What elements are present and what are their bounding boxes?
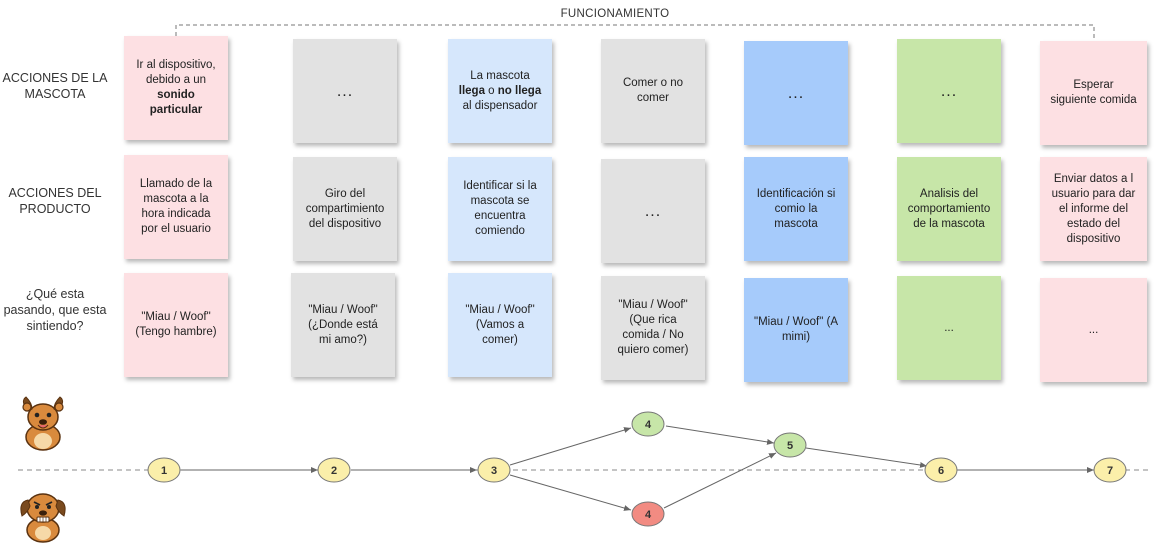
product-action-note-4: ...	[601, 159, 705, 263]
pet-action-note-5: ...	[744, 41, 848, 145]
edge-5-6	[805, 447, 928, 468]
flow-node-label: 3	[491, 465, 497, 477]
product-action-note-1: Llamado de la mascota a la hora indicada…	[124, 155, 228, 259]
pet-action-note-2: ...	[293, 39, 397, 143]
angry-dog-icon	[20, 493, 66, 543]
flow-node-n7: 7	[1093, 457, 1127, 483]
flow-node-n3: 3	[477, 457, 511, 483]
flow-node-label: 4	[645, 509, 652, 521]
flow-node-shape	[631, 501, 665, 527]
flow-node-n5: 5	[773, 432, 807, 458]
flow-node-shape	[477, 457, 511, 483]
product-action-note-5: Identificación si comio la mascota	[744, 157, 848, 261]
flow-node-shape	[631, 411, 665, 437]
flow-node-n4a: 4	[631, 411, 665, 437]
flow-node-shape	[924, 457, 958, 483]
product-action-note-7: Enviar datos a l usuario para dar el inf…	[1040, 157, 1147, 261]
flow-node-label: 1	[161, 465, 167, 477]
flow-node-label: 2	[331, 465, 337, 477]
flow-node-label: 6	[938, 465, 944, 477]
feeling-note-4: "Miau / Woof" (Que rica comida / No quie…	[601, 276, 705, 380]
product-action-note-2: Giro del compartimiento del dispositivo	[293, 157, 397, 261]
product-action-note-3: Identificar si la mascota se encuentra c…	[448, 157, 552, 261]
flow-node-n4b: 4	[631, 501, 665, 527]
flow-node-label: 4	[645, 419, 652, 431]
row-label-feelings: ¿Qué esta pasando, que esta sintiendo?	[3, 287, 107, 333]
pet-action-note-3: La mascota llega o no llega al dispensad…	[448, 39, 552, 143]
feeling-note-2: "Miau / Woof" (¿Donde está mi amo?)	[291, 273, 395, 377]
feeling-note-6: ...	[897, 276, 1001, 380]
feeling-note-1: "Miau / Woof" (Tengo hambre)	[124, 273, 228, 377]
happy-dog-icon	[22, 396, 64, 451]
flow-node-shape	[1093, 457, 1127, 483]
diagram-title: FUNCIONAMIENTO	[560, 8, 670, 20]
row-label-pet-actions: ACCIONES DE LA MASCOTA	[2, 71, 108, 101]
flow-node-n6: 6	[924, 457, 958, 483]
flow-node-label: 5	[787, 440, 793, 452]
feeling-note-5: "Miau / Woof" (A mimi)	[744, 278, 848, 382]
flow-node-n1: 1	[147, 457, 181, 483]
pet-action-note-1: Ir al dispositivo, debido a un sonido pa…	[124, 36, 228, 140]
feeling-note-7: ...	[1040, 278, 1147, 382]
product-action-note-6: Analisis del comportamiento de la mascot…	[897, 157, 1001, 261]
title-bracket	[175, 24, 1095, 40]
flow-node-shape	[773, 432, 807, 458]
flow-node-shape	[317, 457, 351, 483]
feeling-note-3: "Miau / Woof" (Vamos a comer)	[448, 273, 552, 377]
edge-4b-5	[663, 452, 777, 509]
pet-action-note-4: Comer o no comer	[601, 39, 705, 143]
flow-node-label: 7	[1107, 465, 1113, 477]
pet-action-note-7: Esperar siguiente comida	[1040, 41, 1147, 145]
flow-node-shape	[147, 457, 181, 483]
edge-3-4b	[509, 474, 632, 511]
flow-node-n2: 2	[317, 457, 351, 483]
pet-action-note-6: ...	[897, 39, 1001, 143]
edge-3-4a	[509, 427, 632, 466]
row-label-product-actions: ACCIONES DEL PRODUCTO	[8, 186, 102, 216]
edge-4a-5	[665, 425, 775, 445]
